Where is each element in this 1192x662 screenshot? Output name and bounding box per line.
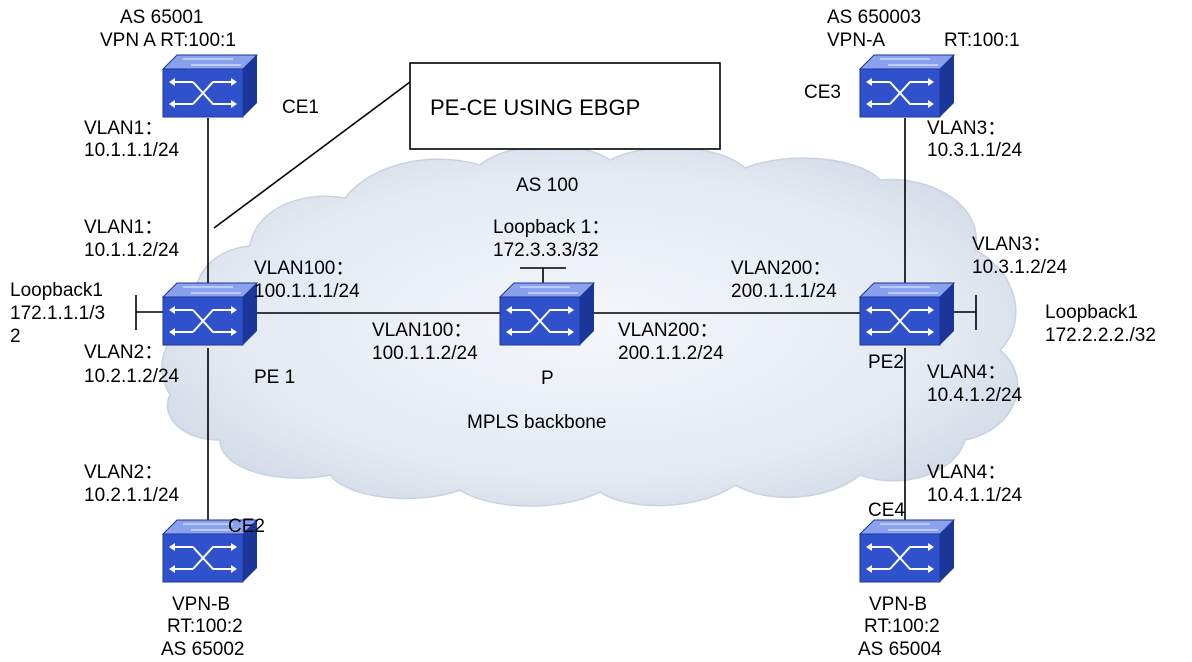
switch-icon <box>499 282 595 346</box>
pe1-vlan1-ip: 10.1.1.2/24 <box>84 240 180 261</box>
device-ce3[interactable] <box>859 54 955 118</box>
ce1-vpn-line: VPN A RT:100:1 <box>100 30 236 51</box>
pe2-vlan3-label: VLAN3： <box>972 234 1051 255</box>
pe1-loopback-name: Loopback1 <box>10 280 103 301</box>
p-name: P <box>541 368 554 389</box>
device-ce1[interactable] <box>162 54 258 118</box>
pe1-loopback-ip-a: 172.1.1.1/3 <box>10 303 105 324</box>
callout-box: PE-CE USING EBGP <box>409 62 721 150</box>
cloud-as-label: AS 100 <box>516 175 578 196</box>
device-pe2[interactable] <box>859 282 955 346</box>
cloud-backbone-label: MPLS backbone <box>467 412 606 433</box>
ce3-as-line: AS 650003 <box>827 7 921 28</box>
callout-pointer <box>213 81 411 229</box>
pe2-vlan4-label: VLAN4： <box>927 362 1006 383</box>
ce4-vpn-line: VPN-B <box>869 594 927 615</box>
switch-icon <box>162 54 258 118</box>
pe2-loopback-name: Loopback1 <box>1045 302 1138 323</box>
p-vlan200-ip: 200.1.1.2/24 <box>618 343 724 364</box>
switch-icon <box>859 519 955 583</box>
ce3-name: CE3 <box>804 82 841 103</box>
links <box>135 81 977 520</box>
p-vlan100-ip: 100.1.1.2/24 <box>372 343 478 364</box>
callout-text: PE-CE USING EBGP <box>430 95 640 120</box>
ce2-as-line: AS 65002 <box>161 639 244 660</box>
p-loopback-name: Loopback 1： <box>493 217 610 238</box>
ce2-vlan2-label: VLAN2： <box>84 462 163 483</box>
pe2-loopback-ip: 172.2.2.2./32 <box>1045 325 1156 346</box>
ce3-rt-line: RT:100:1 <box>944 30 1020 51</box>
ce4-vlan4-label: VLAN4： <box>927 462 1006 483</box>
ce1-as-line: AS 65001 <box>120 7 203 28</box>
ce3-vlan3-label: VLAN3： <box>927 118 1006 139</box>
ce4-vlan4-ip: 10.4.1.1/24 <box>927 485 1023 506</box>
pe2-name: PE2 <box>868 352 904 373</box>
ce2-vlan2-ip: 10.2.1.1/24 <box>84 485 180 506</box>
pe2-vlan3-ip: 10.3.1.2/24 <box>972 257 1068 278</box>
p-vlan100-label: VLAN100： <box>372 320 472 341</box>
ce1-vlan1-label: VLAN1： <box>84 118 163 139</box>
ce4-rt-line: RT:100:2 <box>864 616 940 637</box>
pe1-vlan2-ip: 10.2.1.2/24 <box>84 366 180 387</box>
switch-icon <box>859 282 955 346</box>
pe1-loopback-ip-b: 2 <box>10 326 21 347</box>
switch-icon <box>859 54 955 118</box>
ce4-name: CE4 <box>868 500 905 521</box>
ce2-vpn-line: VPN-B <box>172 594 230 615</box>
ce2-name: CE2 <box>228 516 265 537</box>
p-loopback-ip: 172.3.3.3/32 <box>493 240 599 261</box>
ce3-vlan3-ip: 10.3.1.1/24 <box>927 140 1023 161</box>
pe1-name: PE 1 <box>254 367 295 388</box>
pe1-vlan1-label: VLAN1： <box>84 217 163 238</box>
ce4-as-line: AS 65004 <box>858 639 942 660</box>
pe2-vlan200-ip: 200.1.1.1/24 <box>731 281 837 302</box>
ce1-name: CE1 <box>282 97 319 118</box>
ce2-rt-line: RT:100:2 <box>167 616 243 637</box>
ce1-vlan1-ip: 10.1.1.1/24 <box>84 140 180 161</box>
pe2-vlan200-label: VLAN200： <box>731 258 831 279</box>
switch-icon <box>162 282 258 346</box>
p-vlan200-label: VLAN200： <box>618 320 718 341</box>
device-p[interactable] <box>499 282 595 346</box>
pe1-vlan2-label: VLAN2： <box>84 342 163 363</box>
device-ce4[interactable] <box>859 519 955 583</box>
ce3-vpn-line: VPN-A <box>827 30 885 51</box>
pe2-vlan4-ip: 10.4.1.2/24 <box>927 385 1023 406</box>
device-pe1[interactable] <box>162 282 258 346</box>
pe1-vlan100-ip: 100.1.1.1/24 <box>254 281 360 302</box>
pe1-vlan100-label: VLAN100： <box>254 258 354 279</box>
